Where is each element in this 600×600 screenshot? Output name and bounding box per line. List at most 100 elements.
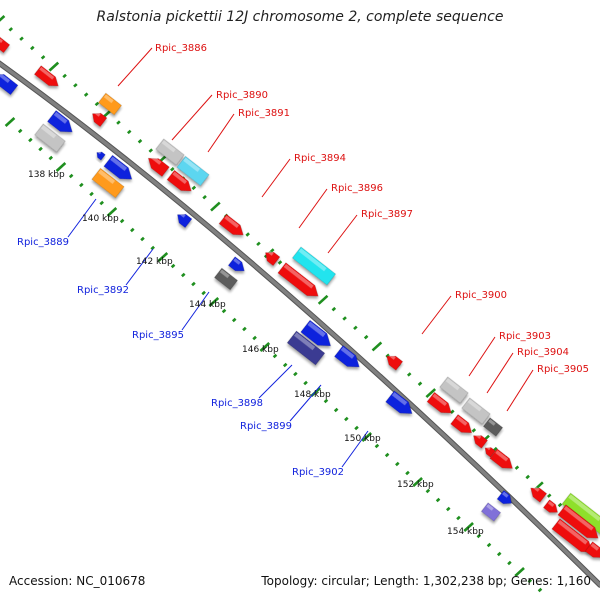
gene-block-shape <box>291 246 337 286</box>
outer-tick-ring-tick <box>170 167 175 172</box>
gene-block-shape <box>542 499 558 513</box>
outer-tick-ring-tick <box>546 493 552 498</box>
gene-block-shape <box>92 112 108 128</box>
inner-tick-ring-tick <box>344 416 349 422</box>
gene-block <box>426 391 452 414</box>
inner-tick-ring-tick <box>476 533 482 539</box>
gene-block <box>584 541 600 558</box>
gene-label-Rpic_3905: Rpic_3905 <box>537 364 589 375</box>
gene-label-Rpic_3892: Rpic_3892 <box>77 285 129 296</box>
gene-block <box>227 256 245 272</box>
gene-block-shape <box>166 169 192 192</box>
gene-block-highlight <box>161 140 176 153</box>
gene-block-highlight <box>532 485 540 492</box>
outer-tick-ring-tick <box>40 55 46 60</box>
outer-tick-ring-tick <box>126 129 132 135</box>
gene-block-highlight <box>445 378 460 391</box>
inner-tick-ring-tick <box>28 137 33 143</box>
gene-block-highlight <box>432 393 447 406</box>
inner-tick-ring-tick <box>435 497 441 503</box>
gene-block-shape <box>496 489 512 505</box>
gene-block-shape <box>385 390 413 414</box>
gene-block <box>542 499 558 513</box>
gene-block-shape <box>473 435 489 449</box>
inner-tick-ring-tick <box>446 506 451 512</box>
gene-block-shape <box>176 155 210 187</box>
inner-tick-ring-tick <box>130 227 135 233</box>
outer-tick-ring-tick <box>83 92 89 97</box>
gene-block-shape <box>214 267 238 291</box>
inner-tick-ring-tick <box>333 407 339 413</box>
gene-block <box>34 123 66 153</box>
gene-block-shape <box>530 487 548 503</box>
inner-tick-ring-tick <box>395 461 400 467</box>
backbone-line <box>0 61 600 587</box>
inner-tick-ring-tick <box>456 515 461 521</box>
inner-tick-ring-tick <box>486 542 492 548</box>
leader-Rpic_3890 <box>171 94 213 141</box>
inner-tick-ring-tick <box>106 207 118 217</box>
gene-block <box>496 489 512 505</box>
inner-tick-ring-tick <box>157 252 169 262</box>
gene-label-Rpic_3894: Rpic_3894 <box>294 153 346 164</box>
outer-tick-ring-tick <box>353 325 358 331</box>
gene-block-highlight <box>39 67 55 80</box>
inner-tick-ring-tick <box>4 117 16 127</box>
tick-marks <box>0 15 563 593</box>
gene-block <box>386 353 404 371</box>
gene-block-highlight <box>502 491 509 498</box>
leader-Rpic_3886 <box>117 47 153 87</box>
gene-block-highlight <box>183 157 201 172</box>
outer-tick-ring-tick <box>371 341 383 352</box>
inner-tick-ring-tick <box>150 245 155 251</box>
inner-tick-ring-tick <box>208 297 220 307</box>
gene-block-highlight <box>488 419 496 426</box>
outer-tick-ring-tick <box>277 260 283 265</box>
gene-block <box>176 155 210 187</box>
gene-block <box>91 167 125 199</box>
gene-label-Rpic_3902: Rpic_3902 <box>292 467 344 478</box>
gene-block <box>286 330 326 366</box>
gene-block-highlight <box>467 399 482 412</box>
chromosome-backbone <box>0 60 600 588</box>
gene-block-shape <box>91 167 125 199</box>
outer-tick-ring-tick <box>116 120 121 125</box>
gene-block-shape <box>300 319 332 347</box>
accession-label: Accession: NC_010678 <box>9 574 146 588</box>
gene-block <box>489 448 513 469</box>
inner-tick-ring-tick <box>496 551 502 557</box>
gene-block-highlight <box>233 258 241 265</box>
inner-tick-ring-tick <box>119 218 125 224</box>
gene-block-highlight <box>590 543 599 551</box>
inner-tick-ring-tick <box>384 452 390 458</box>
gene-block-highlight <box>41 125 57 139</box>
gene-block-shape <box>450 414 473 434</box>
leader-Rpic_3897 <box>327 214 358 254</box>
inner-tick-ring-tick <box>412 477 423 487</box>
gene-block-shape <box>98 92 122 116</box>
gene-block <box>177 211 193 229</box>
gene-label-Rpic_3897: Rpic_3897 <box>361 209 413 220</box>
gene-block-shape <box>489 448 513 469</box>
gene-block-highlight <box>103 94 114 104</box>
gene-block-highlight <box>267 249 274 256</box>
inner-tick-ring-tick <box>221 308 227 314</box>
gene-label-Rpic_3890: Rpic_3890 <box>216 90 268 101</box>
leader-Rpic_3891 <box>207 113 235 153</box>
inner-tick-ring-tick <box>191 281 196 287</box>
gene-block <box>98 92 122 116</box>
leader-Rpic_3900 <box>421 295 452 335</box>
inner-tick-ring-tick <box>170 263 176 269</box>
gene-label-Rpic_3899: Rpic_3899 <box>240 421 292 432</box>
gene-block-shape <box>0 73 19 96</box>
inner-tick-ring-tick <box>259 342 271 352</box>
gene-block-highlight <box>283 264 314 289</box>
gene-block-highlight <box>0 70 10 83</box>
gene-label-Rpic_3898: Rpic_3898 <box>211 398 263 409</box>
inner-tick-ring-tick <box>201 290 206 296</box>
gene-block <box>480 502 502 522</box>
gene-block-highlight <box>150 154 162 165</box>
label-leader-lines <box>67 47 534 468</box>
gene-block <box>218 213 244 236</box>
